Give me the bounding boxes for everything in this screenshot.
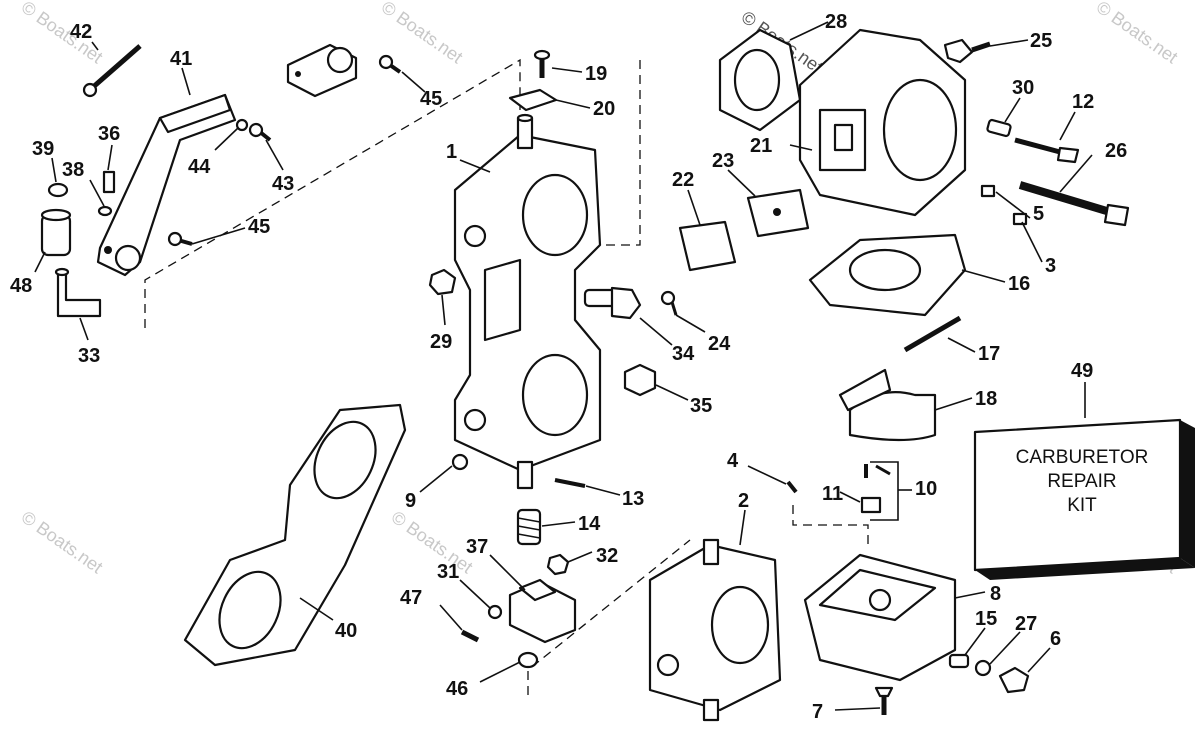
- callout-24: 24: [708, 333, 731, 355]
- throttle-lever-part: [96, 93, 237, 277]
- spring-part-14: [516, 508, 542, 546]
- callout-10: 10: [915, 478, 937, 500]
- callout-36: 36: [98, 123, 120, 145]
- callout-14: 14: [578, 513, 601, 535]
- callout-4: 4: [727, 450, 739, 472]
- callout-6: 6: [1050, 628, 1061, 650]
- kit-label-line-3: KIT: [1067, 495, 1097, 516]
- callout-44: 44: [188, 156, 211, 178]
- link-part-45-top: [286, 43, 402, 98]
- callout-25: 25: [1030, 30, 1052, 52]
- linkage-parts-37-32-31-47-46: [460, 553, 577, 669]
- assembly-dashed-lines: [144, 58, 869, 695]
- callout-31: 31: [437, 561, 459, 583]
- callout-21: 21: [750, 135, 772, 157]
- watermark-text: © Boats.net: [388, 507, 477, 577]
- callout-30: 30: [1012, 77, 1034, 99]
- callout-37: 37: [466, 536, 488, 558]
- callout-40: 40: [335, 620, 357, 642]
- watermark-text: © Boats.net: [18, 507, 107, 577]
- plates-22-23: [678, 188, 810, 272]
- float-part-18: [838, 368, 937, 442]
- callout-9: 9: [405, 490, 416, 512]
- callout-28: 28: [825, 11, 847, 33]
- watermark-text: © Boats.net: [18, 0, 107, 67]
- screw-gasket-19-20: [508, 49, 558, 112]
- callout-7: 7: [812, 701, 823, 723]
- gasket-part-16: [808, 233, 967, 317]
- watermark-text: © Boats.net: [1093, 0, 1182, 67]
- callout-42: 42: [70, 21, 92, 43]
- pin-part-17: [903, 315, 962, 353]
- callout-38: 38: [62, 159, 84, 181]
- callout-18: 18: [975, 388, 997, 410]
- carburetor-cover-part-21: [718, 28, 967, 217]
- pin-part-13: [554, 478, 586, 488]
- screw-part-42: [82, 44, 142, 98]
- leader-lines: [34, 21, 1093, 711]
- callout-19: 19: [585, 63, 607, 85]
- callout-35: 35: [690, 395, 712, 417]
- screws-43-44-45: [167, 118, 272, 247]
- callout-11: 11: [822, 483, 843, 505]
- callout-45-left: 45: [248, 216, 270, 238]
- gasket-part-40: [183, 403, 407, 667]
- callout-32: 32: [596, 545, 618, 567]
- callout-20: 20: [593, 98, 615, 120]
- callout-46: 46: [446, 678, 468, 700]
- kit-label-line-2: REPAIR: [1047, 471, 1116, 492]
- kit-label-line-1: CARBURETOR: [1016, 447, 1149, 468]
- callout-labels: 42 41 36 39 38 44 43 45 48 33 45 19 20 1…: [10, 11, 1127, 723]
- cover-screws-25-30-12-26-5-3: [943, 38, 1130, 227]
- callout-34: 34: [672, 343, 695, 365]
- callout-41: 41: [170, 48, 192, 70]
- callout-8: 8: [990, 583, 1001, 605]
- callout-47: 47: [400, 587, 422, 609]
- callout-48: 48: [10, 275, 32, 297]
- callout-49: 49: [1071, 360, 1093, 382]
- repair-kit-box: CARBURETOR REPAIR KIT: [973, 418, 1195, 580]
- callout-1: 1: [446, 141, 457, 163]
- callout-13: 13: [622, 488, 644, 510]
- callout-39: 39: [32, 138, 54, 160]
- callout-3: 3: [1045, 255, 1056, 277]
- callout-17: 17: [978, 343, 1000, 365]
- plugs-29-9: [428, 268, 469, 471]
- carburetor-body-part-2: [648, 538, 782, 722]
- carburetor-body-part-1: [453, 113, 602, 490]
- needle-seat-parts-10-11-4: [786, 464, 891, 514]
- callout-5: 5: [1033, 203, 1044, 225]
- callout-26: 26: [1105, 140, 1127, 162]
- float-bowl-part-8: [803, 553, 957, 682]
- callout-33: 33: [78, 345, 100, 367]
- bowl-screws-15-27-6-7: [874, 653, 1030, 715]
- callout-45-top: 45: [420, 88, 442, 110]
- callout-15: 15: [975, 608, 997, 630]
- fittings-34-24-35: [583, 286, 678, 397]
- callout-16: 16: [1008, 273, 1030, 295]
- small-parts-left: [40, 170, 116, 318]
- callout-29: 29: [430, 331, 452, 353]
- callout-23: 23: [712, 150, 734, 172]
- callout-22: 22: [672, 169, 694, 191]
- callout-12: 12: [1072, 91, 1094, 113]
- callout-27: 27: [1015, 613, 1037, 635]
- callout-43: 43: [272, 173, 294, 195]
- callout-2: 2: [738, 490, 749, 512]
